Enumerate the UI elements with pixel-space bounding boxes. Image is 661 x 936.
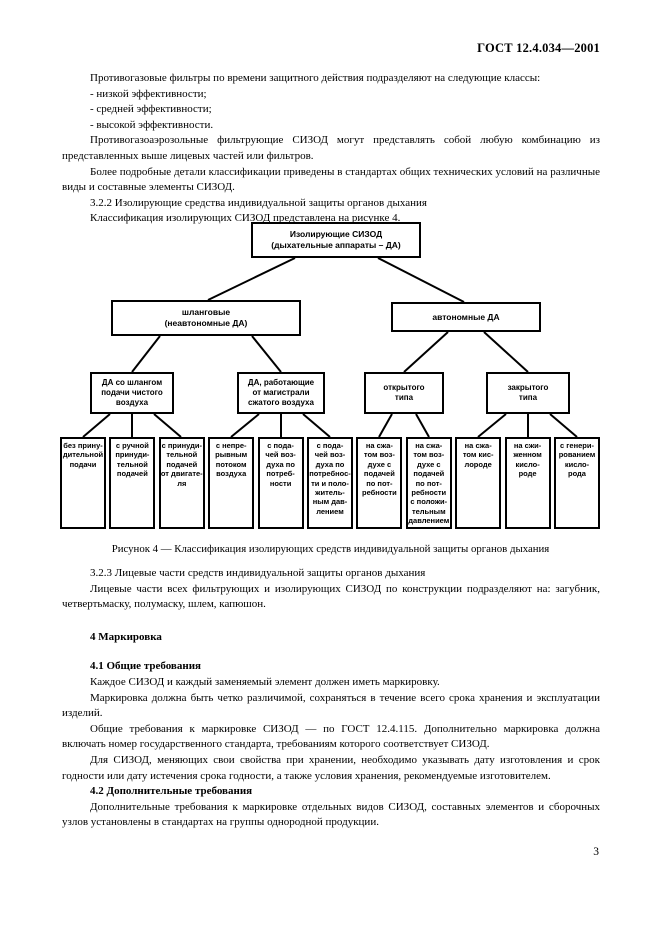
tree-node-root: Изолирующие СИЗОД (дыхательные аппараты … xyxy=(251,222,421,258)
heading-4-1: 4.1 Общие требования xyxy=(90,660,201,673)
paragraph-additional: Дополнительные требования к маркировке о… xyxy=(62,800,600,829)
tree-node-open-type: открытого типа xyxy=(364,372,444,414)
paragraph-combination: Противогазоаэрозольные фильтрующие СИЗОД… xyxy=(62,134,600,162)
paragraph-classification: Классификация изолирующих СИЗОД представ… xyxy=(90,212,401,225)
tree-leaf-7: на сжа- том воз- духе с подачей по пот- … xyxy=(356,437,403,529)
tree-leaf-4: с непре- рывным потоком воздуха xyxy=(208,437,255,529)
paragraph-filters: Противогазовые фильтры по времени защитн… xyxy=(90,72,541,84)
paragraph-general-req: Общие требования к маркировке СИЗОД — по… xyxy=(62,722,600,751)
heading-3-2-2: 3.2.2 Изолирующие средства индивидуально… xyxy=(90,196,427,209)
paragraph-legible: Маркировка должна быть четко различимой,… xyxy=(62,691,600,720)
section-3-2-text: Противогазовые фильтры по времени защитн… xyxy=(62,71,600,227)
tree-leaf-2: с ручной принуди- тельной подачей xyxy=(109,437,156,529)
paragraph-face-parts: Лицевые части всех фильтрующих и изолиру… xyxy=(62,582,600,611)
tree-connectors xyxy=(82,257,578,438)
class-item-low: - низкой эффективности; xyxy=(90,87,207,100)
tree-node-autonomous: автономные ДА xyxy=(391,302,541,332)
lower-text: 3.2.3 Лицевые части средств индивидуальн… xyxy=(62,566,600,831)
heading-4: 4 Маркировка xyxy=(90,630,162,643)
tree-node-compressed-line: ДА, работающие от магистрали сжатого воз… xyxy=(237,372,325,414)
class-item-high: - высокой эффективности. xyxy=(90,118,214,131)
tree-node-closed-type: закрытого типа xyxy=(486,372,570,414)
paragraph-each-sizod: Каждое СИЗОД и каждый заменяемый элемент… xyxy=(90,675,440,688)
tree-leaf-6: с пода- чей воз- духа по потребнос- ти и… xyxy=(307,437,353,529)
doc-number: ГОСТ 12.4.034—2001 xyxy=(477,41,600,55)
figure-caption: Рисунок 4 — Классификация изолирующих ср… xyxy=(111,543,550,555)
tree-leaf-11: с генери- рованием кисло- рода xyxy=(554,437,600,529)
tree-leaf-8: на сжа- том воз- духе с подачей по пот- … xyxy=(405,437,452,529)
tree-leaf-9: на сжа- том кис- лороде xyxy=(455,437,502,529)
paragraph-storage: Для СИЗОД, меняющих свои свойства при хр… xyxy=(62,753,600,782)
tree-leaf-3: с принуди- тельной подачей от двигате- л… xyxy=(158,437,205,529)
heading-3-2-3: 3.2.3 Лицевые части средств индивидуальн… xyxy=(90,567,426,579)
page-number: 3 xyxy=(593,846,599,858)
tree-leaf-5: с пода- чей воз- духа по потреб- ности xyxy=(257,437,304,529)
tree-node-hose: шланговые (неавтономные ДА) xyxy=(111,300,301,336)
classification-diagram: Изолирующие СИЗОД (дыхательные аппараты … xyxy=(60,222,600,529)
paragraph-details: Более подробные детали классификации при… xyxy=(62,165,600,194)
tree-leaf-10: на сжи- женном кисло- роде xyxy=(504,437,551,529)
class-item-mid: - средней эффективности; xyxy=(90,103,212,116)
tree-leaf-1: без прину- дительной подачи xyxy=(60,437,106,529)
tree-node-clean-air-hose: ДА со шлангом подачи чистого воздуха xyxy=(90,372,174,414)
heading-4-2: 4.2 Дополнительные требования xyxy=(90,785,253,798)
